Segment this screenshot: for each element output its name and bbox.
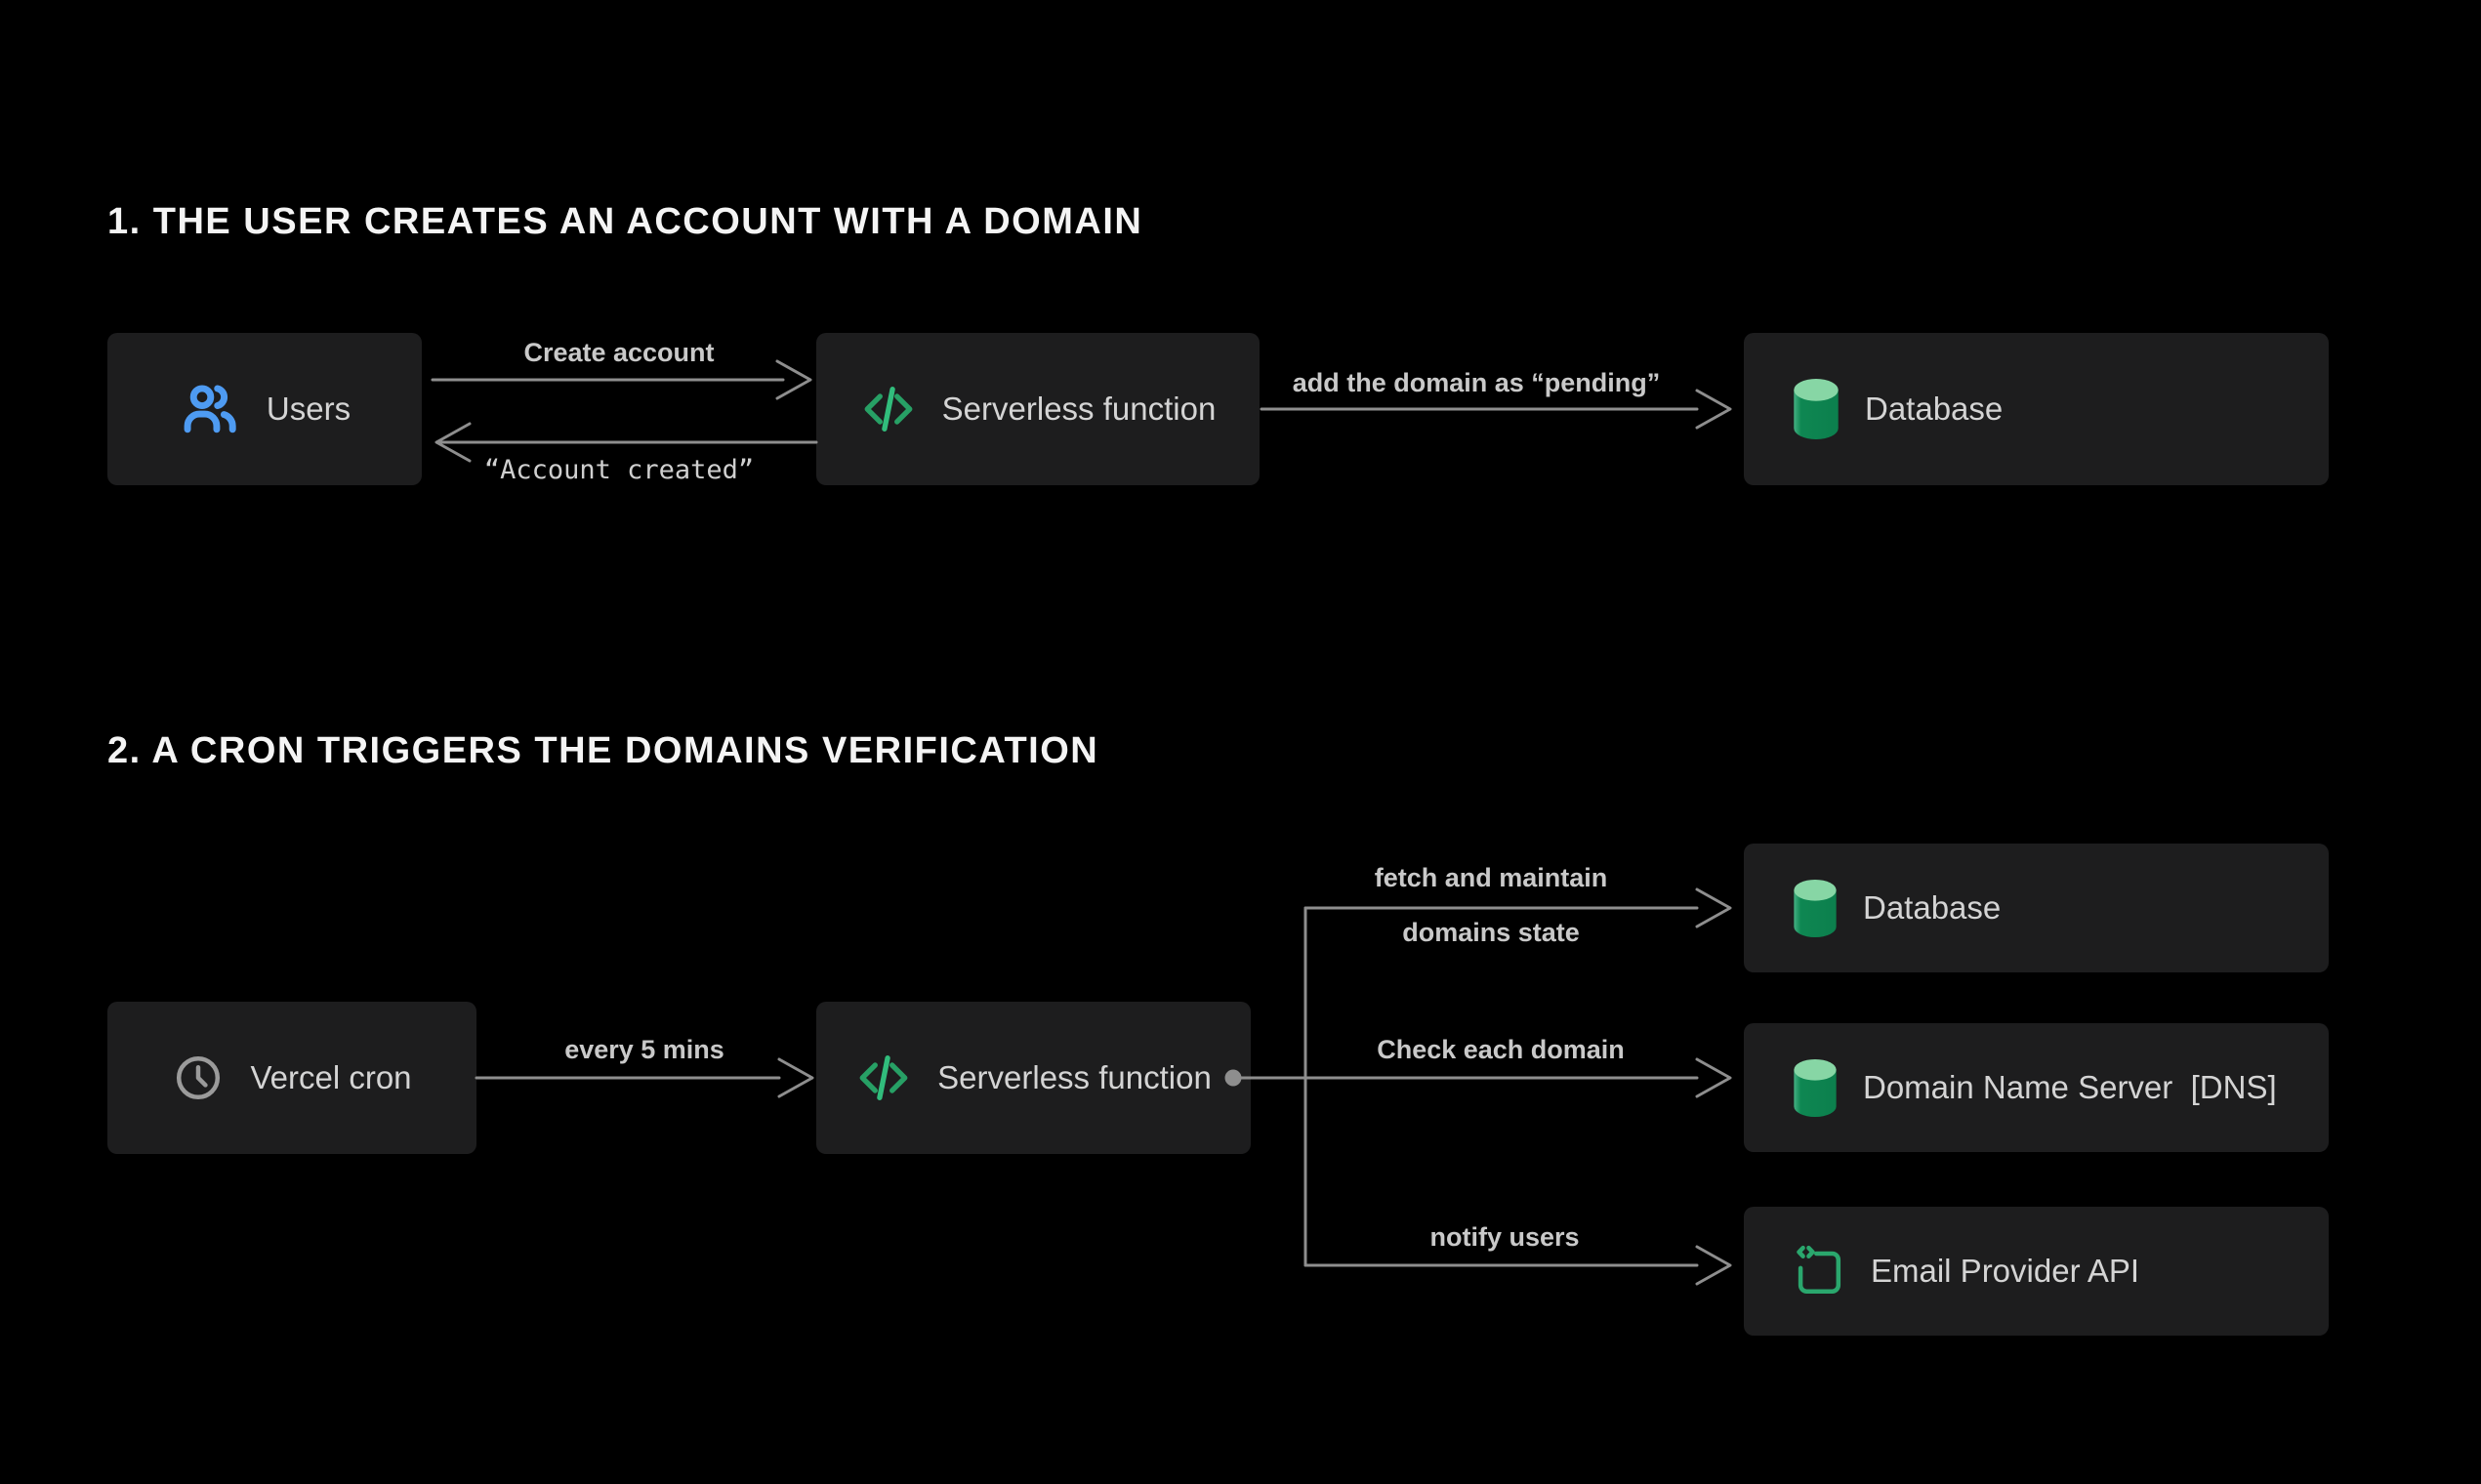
branch-origin-dot bbox=[1224, 1069, 1242, 1087]
database-icon bbox=[1794, 879, 1837, 937]
node-vercel-cron: Vercel cron bbox=[107, 1002, 476, 1154]
edge-label-every-5-mins: every 5 mins bbox=[564, 1035, 724, 1064]
edge-label-create-account: Create account bbox=[523, 338, 715, 367]
database-icon bbox=[1794, 379, 1839, 439]
edge-every-5-mins-arrowhead bbox=[777, 1057, 814, 1098]
node-database-2-label: Database bbox=[1863, 889, 2002, 926]
edge-create-account-arrowhead bbox=[775, 359, 812, 400]
node-email-provider: Email Provider API bbox=[1744, 1207, 2329, 1336]
node-database-1: Database bbox=[1744, 333, 2329, 485]
edge-label-check-domain: Check each domain bbox=[1377, 1035, 1625, 1064]
edge-fetch-arrowhead bbox=[1695, 887, 1732, 928]
node-database-1-label: Database bbox=[1865, 391, 2004, 427]
edge-label-notify-users: notify users bbox=[1429, 1222, 1580, 1252]
edge-label-fetch-line1: fetch and maintain bbox=[1374, 863, 1608, 892]
node-dns-label: Domain Name Server [DNS] bbox=[1863, 1069, 2277, 1105]
node-serverless-2-label: Serverless function bbox=[937, 1059, 1212, 1095]
api-box-icon bbox=[1797, 1245, 1841, 1294]
clock-icon bbox=[177, 1055, 221, 1100]
node-vercel-cron-label: Vercel cron bbox=[250, 1059, 412, 1095]
node-users: Users bbox=[107, 333, 422, 485]
node-serverless-1: Serverless function bbox=[816, 333, 1260, 485]
edge-notify-arrowhead bbox=[1695, 1245, 1732, 1286]
section1-title: 1. THE USER CREATES AN ACCOUNT WITH A DO… bbox=[107, 201, 1143, 242]
node-dns: Domain Name Server [DNS] bbox=[1744, 1023, 2329, 1152]
code-icon bbox=[864, 387, 913, 432]
edge-add-domain-arrowhead bbox=[1695, 389, 1732, 430]
edge-account-created-arrowhead bbox=[434, 422, 472, 463]
database-icon bbox=[1794, 1058, 1837, 1117]
node-serverless-2: Serverless function bbox=[816, 1002, 1251, 1154]
node-users-label: Users bbox=[266, 391, 351, 427]
code-icon bbox=[859, 1055, 908, 1100]
section2-title: 2. A CRON TRIGGERS THE DOMAINS VERIFICAT… bbox=[107, 730, 1099, 771]
edge-label-fetch-line2: domains state bbox=[1402, 918, 1580, 947]
node-email-provider-label: Email Provider API bbox=[1871, 1253, 2140, 1289]
users-icon bbox=[184, 385, 236, 433]
node-database-2: Database bbox=[1744, 844, 2329, 972]
edge-check-arrowhead bbox=[1695, 1057, 1732, 1098]
edge-label-add-domain: add the domain as “pending” bbox=[1292, 368, 1661, 397]
node-serverless-1-label: Serverless function bbox=[941, 391, 1217, 427]
edge-label-account-created: “Account created” bbox=[483, 455, 755, 485]
